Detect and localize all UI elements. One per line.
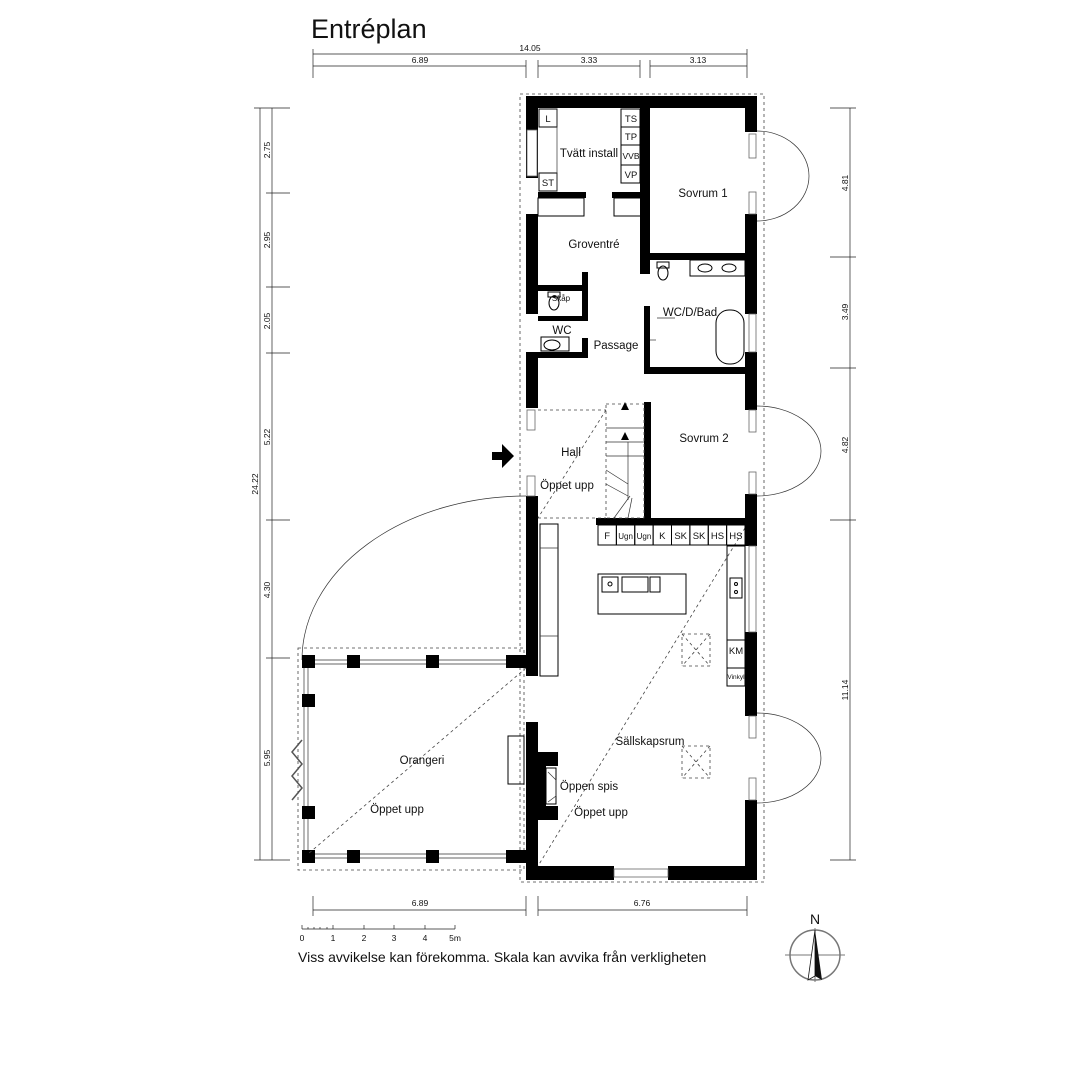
walls xyxy=(526,96,757,880)
windows xyxy=(526,129,757,878)
laundry-box-l: L xyxy=(545,114,550,125)
plan-title: Entréplan xyxy=(311,14,427,44)
dim-right-0: 4.81 xyxy=(840,174,850,191)
orangery-walls xyxy=(291,655,526,863)
dim-left-2: 2.05 xyxy=(262,312,272,329)
room-bathroom: WC/D/Bad xyxy=(663,307,717,319)
room-laundry: Tvätt install xyxy=(560,148,618,160)
room-groventre: Groventré xyxy=(568,239,619,251)
top-dimensions: 14.05 6.89 3.33 3.13 xyxy=(312,43,748,78)
room-living: Sällskapsrum xyxy=(615,736,684,748)
scale-label-1: 1 xyxy=(331,933,336,943)
north-compass-icon: N xyxy=(785,911,845,982)
room-living-open: Öppet upp xyxy=(574,807,628,819)
scale-label-0: 0 xyxy=(300,933,305,943)
dim-left-3: 5.22 xyxy=(262,428,272,445)
kitchen-unit-label: HS xyxy=(729,531,742,542)
dim-left-total: 24.22 xyxy=(250,473,260,495)
dim-left-5: 5.95 xyxy=(262,749,272,766)
scale-bar: 0 1 2 3 4 5m xyxy=(300,925,461,943)
scale-label-4: 4 xyxy=(423,933,428,943)
room-passage: Passage xyxy=(594,340,639,352)
room-bedroom-2: Sovrum 2 xyxy=(679,433,728,445)
room-labels: Tvätt install Sovrum 1 Groventré WC/D/Ba… xyxy=(370,148,728,819)
fireplace-fixture xyxy=(507,735,557,805)
laundry-box-vp: VP xyxy=(625,170,638,181)
kitchen-unit-label: K xyxy=(659,531,666,542)
kitchen-unit-label: HS xyxy=(711,531,724,542)
scale-label-2: 2 xyxy=(362,933,367,943)
scale-label-3: 3 xyxy=(392,933,397,943)
left-dimensions: 24.22 2.75 2.95 2.05 5.22 4.30 5.95 xyxy=(250,107,290,861)
kitchen-vinkyl: Vinkyl xyxy=(727,674,745,681)
laundry-box-vvb: VVB xyxy=(622,151,639,161)
kitchen-unit-label: F xyxy=(604,531,610,542)
room-fireplace: Öppen spis xyxy=(560,781,618,793)
staircase xyxy=(605,402,645,519)
bottom-dimensions: 6.89 6.76 xyxy=(312,896,748,916)
dim-top-right: 3.13 xyxy=(690,55,707,65)
dim-bottom-left: 6.89 xyxy=(412,898,429,908)
north-label: N xyxy=(810,911,820,927)
dim-left-4: 4.30 xyxy=(262,581,272,598)
entrance-arrow-icon xyxy=(492,444,514,468)
dim-bottom-right: 6.76 xyxy=(634,898,651,908)
kitchen-km: KM xyxy=(729,646,743,657)
dim-top-left: 6.89 xyxy=(412,55,429,65)
kitchen-unit-box xyxy=(726,524,746,546)
room-hall: Hall xyxy=(561,447,581,459)
laundry-box-tp: TP xyxy=(625,132,637,143)
scale-label-5: 5m xyxy=(449,933,461,943)
room-orangery-open: Öppet upp xyxy=(370,804,424,816)
disclaimer-text: Viss avvikelse kan förekomma. Skala kan … xyxy=(298,949,706,965)
laundry-box-ts: TS xyxy=(625,114,637,125)
room-wc: WC xyxy=(552,325,571,337)
bathroom-fixtures xyxy=(650,259,746,365)
dim-top-mid: 3.33 xyxy=(581,55,598,65)
skylights xyxy=(681,633,711,779)
laundry-fixtures: L ST TS TP VVB VP xyxy=(537,108,643,217)
dim-left-0: 2.75 xyxy=(262,141,272,158)
kitchen-unit-label: SK xyxy=(674,531,687,542)
laundry-box-st: ST xyxy=(542,178,554,189)
room-orangery: Orangeri xyxy=(400,755,445,767)
open-area-dashes xyxy=(307,409,746,867)
wc-fixtures xyxy=(540,291,570,352)
room-bedroom-1: Sovrum 1 xyxy=(678,188,727,200)
kitchen-units: F Ugn Ugn K SK SK HS HS xyxy=(597,524,746,546)
right-dimensions: 4.81 3.49 4.82 11.14 xyxy=(830,107,856,861)
kitchen-fixtures: KM Vinkyl xyxy=(539,523,746,687)
bay-arcs xyxy=(301,130,822,804)
room-hall-open: Öppet upp xyxy=(540,480,594,492)
dim-right-3: 11.14 xyxy=(840,679,850,700)
kitchen-unit-label: Ugn xyxy=(618,532,633,541)
dim-left-1: 2.95 xyxy=(262,231,272,248)
kitchen-unit-label: SK xyxy=(693,531,706,542)
kitchen-unit-label: Ugn xyxy=(637,532,652,541)
dim-top-total: 14.05 xyxy=(519,43,541,53)
dim-right-1: 3.49 xyxy=(840,303,850,320)
dim-right-2: 4.82 xyxy=(840,436,850,453)
room-closet: Skåp xyxy=(552,294,571,303)
